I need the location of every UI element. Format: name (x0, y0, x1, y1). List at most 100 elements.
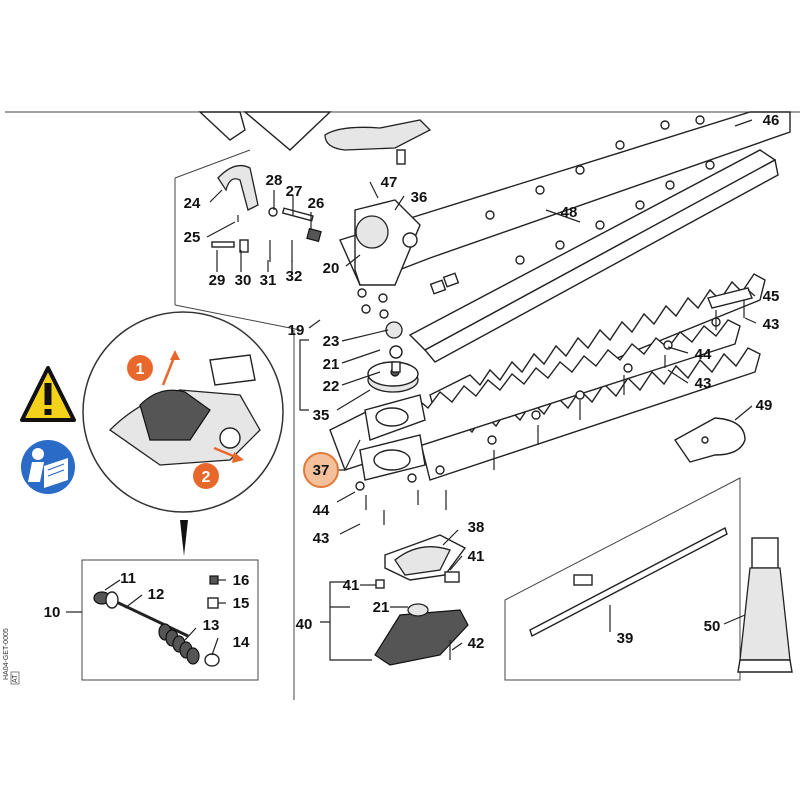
callout-31: 31 (260, 272, 277, 289)
callout-48: 48 (561, 204, 578, 221)
callout-number: 24 (184, 195, 201, 212)
eccentric-gear (367, 361, 419, 393)
leader-lines (206, 119, 757, 661)
chip-guard (673, 417, 746, 463)
callout-number: 41 (343, 577, 360, 594)
callout-number: 39 (617, 630, 634, 647)
callout-49: 49 (756, 397, 773, 414)
warning-icon (20, 366, 76, 422)
callout-43: 43 (313, 530, 330, 547)
callout-number: 28 (266, 172, 283, 189)
callout-number: 14 (233, 634, 250, 651)
callout-16: 16 (233, 572, 250, 589)
callout-43: 43 (763, 316, 780, 333)
callout-42: 42 (468, 635, 485, 652)
step-badge-2-label: 2 (202, 469, 211, 486)
detail-magnifier (82, 311, 284, 513)
side-code-text: HA04-GET-0005 (3, 628, 10, 680)
callout-number: 13 (203, 617, 220, 634)
cutter-blade-third (329, 319, 741, 471)
callout-number: 21 (373, 599, 390, 616)
inset-pointer (180, 520, 188, 556)
callout-29: 29 (209, 272, 226, 289)
callout-number: 30 (235, 272, 252, 289)
step-badge-1-label: 1 (136, 361, 145, 378)
callout-number: 43 (313, 530, 330, 547)
box-39 (504, 477, 741, 681)
callout-13: 13 (203, 617, 220, 634)
callout-38: 38 (468, 519, 485, 536)
side-code-tag: AT (12, 674, 19, 683)
callout-41: 41 (468, 548, 485, 565)
callout-number: 37 (313, 462, 330, 479)
callout-number: 49 (756, 397, 773, 414)
callout-number: 19 (288, 322, 305, 339)
callout-number: 44 (313, 502, 330, 519)
callout-number: 44 (695, 346, 712, 363)
callout-14: 14 (233, 634, 250, 651)
callout-number: 12 (148, 586, 165, 603)
callout-36: 36 (411, 189, 428, 206)
side-code: HA04-GET-0005 AT (3, 628, 20, 685)
callout-24: 24 (184, 195, 201, 212)
blade-guard-rail (408, 149, 779, 363)
bearing-stack (158, 623, 200, 665)
gear-housing-bar (339, 111, 791, 295)
callout-47: 47 (381, 174, 398, 191)
callout-number: 40 (296, 616, 313, 633)
callout-number: 29 (209, 272, 226, 289)
callout-30: 30 (235, 272, 252, 289)
step-badge-1: 1 (127, 355, 153, 381)
callout-12: 12 (148, 586, 165, 603)
callout-23: 23 (323, 333, 340, 350)
callout-26: 26 (308, 195, 325, 212)
callout-number: 41 (468, 548, 485, 565)
callout-46: 46 (763, 112, 780, 129)
callout-27: 27 (286, 183, 303, 200)
callout-21: 21 (323, 356, 340, 373)
callout-number: 36 (411, 189, 428, 206)
callout-number: 35 (313, 407, 330, 424)
callout-number: 27 (286, 183, 303, 200)
callout-20: 20 (323, 260, 340, 277)
callout-number: 31 (260, 272, 277, 289)
gear-cover-assembly (374, 534, 469, 666)
callout-number: 20 (323, 260, 340, 277)
callout-50: 50 (704, 618, 721, 635)
callout-number: 43 (695, 375, 712, 392)
callout-21: 21 (373, 599, 390, 616)
callout-number: 22 (323, 378, 340, 395)
callout-number: 10 (44, 604, 61, 621)
callout-number: 46 (763, 112, 780, 129)
callout-11: 11 (120, 570, 136, 587)
callout-45: 45 (763, 288, 780, 305)
callout-40: 40 (296, 616, 313, 633)
gasket-plates (359, 394, 426, 481)
callout-number: 50 (704, 618, 721, 635)
callout-number: 45 (763, 288, 780, 305)
callout-number: 21 (323, 356, 340, 373)
callout-44: 44 (695, 346, 712, 363)
callout-32: 32 (286, 268, 303, 285)
callout-number: 32 (286, 268, 303, 285)
callout-25: 25 (184, 229, 201, 246)
callout-35: 35 (313, 407, 330, 424)
callout-39: 39 (617, 630, 634, 647)
callout-number: 23 (323, 333, 340, 350)
callout-28: 28 (266, 172, 283, 189)
callout-22: 22 (323, 378, 340, 395)
callout-number: 26 (308, 195, 325, 212)
drawing-frame (5, 111, 800, 700)
read-manual-icon (21, 440, 75, 494)
small-parts-group (211, 164, 322, 262)
callout-bubble (303, 452, 339, 488)
callout-number: 47 (381, 174, 398, 191)
plate-45 (707, 287, 753, 309)
callout-41: 41 (343, 577, 360, 594)
callout-19: 19 (288, 322, 305, 339)
callout-number: 25 (184, 229, 201, 246)
callout-37: 37 (303, 452, 339, 488)
